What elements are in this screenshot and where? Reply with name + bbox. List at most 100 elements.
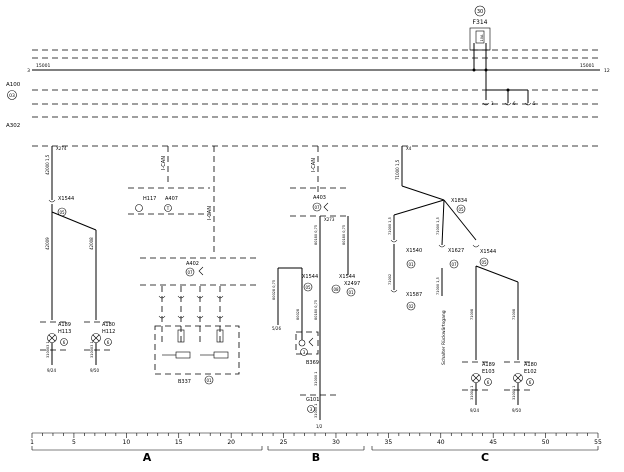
section-a-ground-left-ref: 9/24 <box>47 368 56 373</box>
section-a-a402: A402 <box>186 261 199 267</box>
section-b-b369: B369 <box>306 360 319 366</box>
busbar-left-label: 15001 <box>36 63 50 69</box>
section-c-circuit: X4 71000 1,5 X1834 05 71000 1,5 71000 1,… <box>388 146 537 413</box>
section-b-x1544b-circle: 08 <box>333 287 339 292</box>
section-b-can: I-CAN <box>311 158 317 172</box>
section-label-a: A <box>143 451 152 464</box>
section-a-ground-left-wire: 310003 1 <box>46 341 50 358</box>
section-c-cable-6: 71008 <box>512 309 516 320</box>
section-c-cable-top: 71000 1,5 <box>395 159 400 180</box>
section-c-lamp-right-label: E102 <box>524 369 537 375</box>
section-b-x1544b: X1544 <box>339 274 355 280</box>
section-a-cable-left: 42009 <box>45 237 50 250</box>
scale-ticks <box>31 433 599 438</box>
section-c-x1544: X1544 <box>480 249 496 255</box>
section-b-ground-ref: 1/2 <box>316 424 323 429</box>
section-c-ground-right-ref: 9/50 <box>512 408 521 413</box>
section-a-lamp-left-circle: 6 <box>63 340 66 345</box>
busbar-right-end: 12 <box>604 68 610 74</box>
section-a-a402-circle: 07 <box>187 270 193 275</box>
section-c-x1627-circle: 07 <box>451 262 457 267</box>
section-c-cable-2: 71000 1,5 <box>436 217 440 235</box>
section-b-x1544-circle: 05 <box>305 285 311 290</box>
section-a-conn-mid: X1544 <box>58 196 74 202</box>
section-label-c: C <box>481 451 489 464</box>
section-b-cable-d: 80180 0,75 <box>342 225 346 245</box>
section-a-ground-right-wire: 310003 1 <box>90 341 94 358</box>
section-b-g101-circle: 3 <box>310 407 313 412</box>
scale-label: 5 <box>72 439 76 446</box>
pin-label-2: 6 <box>513 101 516 106</box>
section-b-ground2-label: 31000 1 <box>314 404 318 418</box>
section-a-lamp-right-ref: A180 <box>102 322 115 328</box>
section-b-x1544: X1544 <box>302 274 318 280</box>
section-a-a407: A407 <box>165 196 178 202</box>
section-b-x2497-circle: 01 <box>348 290 354 295</box>
section-c-x1544-circle: 05 <box>481 260 487 265</box>
rail-a302-label: A302 <box>6 123 20 129</box>
section-b-x2497: X2497 <box>344 281 360 287</box>
scale-label: 45 <box>489 439 497 446</box>
section-a-cable-right: 42008 <box>89 237 94 250</box>
section-b-cable-c: 80180 0,75 <box>314 225 318 245</box>
section-c-ground-left-wire: 31000 1 <box>470 386 474 400</box>
section-c-cable-3: 71002 <box>388 274 392 285</box>
section-a-lamp-left-label: H113 <box>58 329 71 335</box>
section-a-circuit: X274 42000 1,5 X1544 05 42009 42008 A189… <box>40 146 258 385</box>
fuse-ref-label: F314 <box>473 19 488 26</box>
section-b-b369-circle: 3 <box>303 350 306 355</box>
section-c-lamp-right-circle: 6 <box>529 380 532 385</box>
section-c-lamp-right-ref: A180 <box>524 362 537 368</box>
scale-label: 1 <box>30 439 34 446</box>
section-b-cable-a: 80028 0,75 <box>272 280 276 300</box>
section-c-lamp-left-label: E103 <box>482 369 495 375</box>
section-c-x1627: X1627 <box>448 248 464 254</box>
section-a-can-mid: I-CAN <box>207 206 213 220</box>
top-right-pins: 3 6 5 <box>482 88 536 106</box>
section-c-x1834: X1834 <box>451 198 467 204</box>
section-label-b: B <box>312 451 320 464</box>
section-b-circuit: I-CAN A403 07 X273 80180 0,75 80180 0,75… <box>272 146 360 429</box>
section-c-x1540: X1540 <box>406 248 422 254</box>
scale-label: 15 <box>175 439 183 446</box>
section-b-cable-e: 80180 0,75 <box>314 300 318 320</box>
section-a-can-top: I-CAN <box>161 156 167 170</box>
scale-label: 55 <box>594 439 602 446</box>
section-c-wire-top: X4 <box>406 146 412 151</box>
section-a-wire-top: X274 <box>56 146 67 151</box>
fuse-circle-label: 30 <box>477 9 483 15</box>
scale-label: 30 <box>332 439 340 446</box>
fuse-rating-label: 10A <box>480 34 484 41</box>
section-a-lamp-right-label: H112 <box>102 329 115 335</box>
section-c-cable-1: 71000 1,5 <box>388 217 392 235</box>
section-c-ground-right-wire: 31000 1 <box>512 386 516 400</box>
pin-label-3: 5 <box>533 101 536 106</box>
rail-a100: A100 03 <box>6 82 600 105</box>
busbar-15001: 3 15001 15001 12 <box>27 63 610 74</box>
section-b-cable-b: 80028 <box>296 309 300 320</box>
scale-label: 10 <box>123 439 131 446</box>
section-b-g101: G101 <box>306 397 319 403</box>
section-a-a407-circle: T <box>166 206 170 211</box>
section-c-x1834-circle: 05 <box>458 207 464 212</box>
section-c-cable-4: 71000 1,5 <box>436 277 440 295</box>
section-b-a403: A403 <box>313 195 326 201</box>
pin-label-1: 3 <box>491 101 494 106</box>
section-c-ground-left-ref: 9/24 <box>470 408 479 413</box>
rail-a100-label: A100 <box>6 82 21 88</box>
section-a-conn-mid-circle: 05 <box>59 210 65 215</box>
section-a-lamp-left-ref: A189 <box>58 322 71 328</box>
section-c-x1540-circle: 01 <box>408 262 414 267</box>
section-b-ground-ref-left: 5/26 <box>272 326 281 331</box>
section-c-lamp-left-circle: 6 <box>487 380 490 385</box>
busbar-right-label: 15001 <box>580 63 594 69</box>
section-c-switch-text: Schalter Rückwärtsgang <box>441 310 447 365</box>
section-a-b337: B337 <box>178 379 191 385</box>
scale-label: 25 <box>280 439 288 446</box>
rail-a100-circle: 03 <box>9 93 15 99</box>
scale-label: 35 <box>385 439 393 446</box>
section-c-lamp-left-ref: A189 <box>482 362 495 368</box>
